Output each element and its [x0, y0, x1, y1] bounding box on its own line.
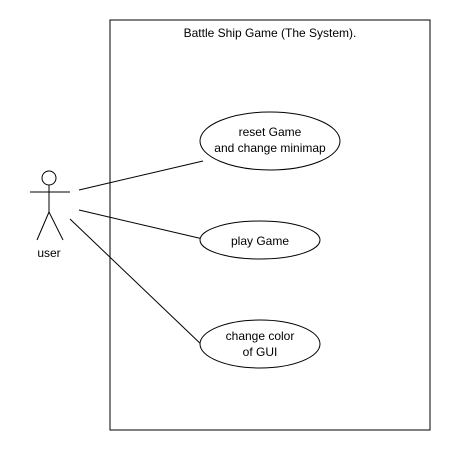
use-case-play-game[interactable]: play Game [199, 220, 321, 260]
actor-right-leg [48, 211, 64, 241]
use-case-label: change color [226, 329, 295, 343]
use-case-ellipse [199, 319, 321, 369]
actor-user[interactable]: user [30, 170, 70, 260]
use-case-ellipse [199, 220, 321, 260]
use-case-reset-game[interactable]: reset Game and change minimap [199, 111, 341, 171]
actor-label: user [37, 246, 60, 260]
system-title: Battle Ship Game (The System). [184, 26, 357, 40]
use-case-ellipse [199, 111, 341, 171]
actor-left-leg [36, 211, 50, 241]
association-reset-game [78, 160, 204, 191]
use-case-label: and change minimap [214, 141, 326, 155]
association-play-game [78, 209, 204, 240]
use-case-change-color[interactable]: change color of GUI [199, 319, 321, 369]
association-change-color [69, 218, 206, 349]
use-case-label: of GUI [243, 345, 278, 359]
actor-head [41, 170, 57, 186]
use-case-label: play Game [231, 234, 289, 248]
use-case-label: reset Game [239, 125, 302, 139]
